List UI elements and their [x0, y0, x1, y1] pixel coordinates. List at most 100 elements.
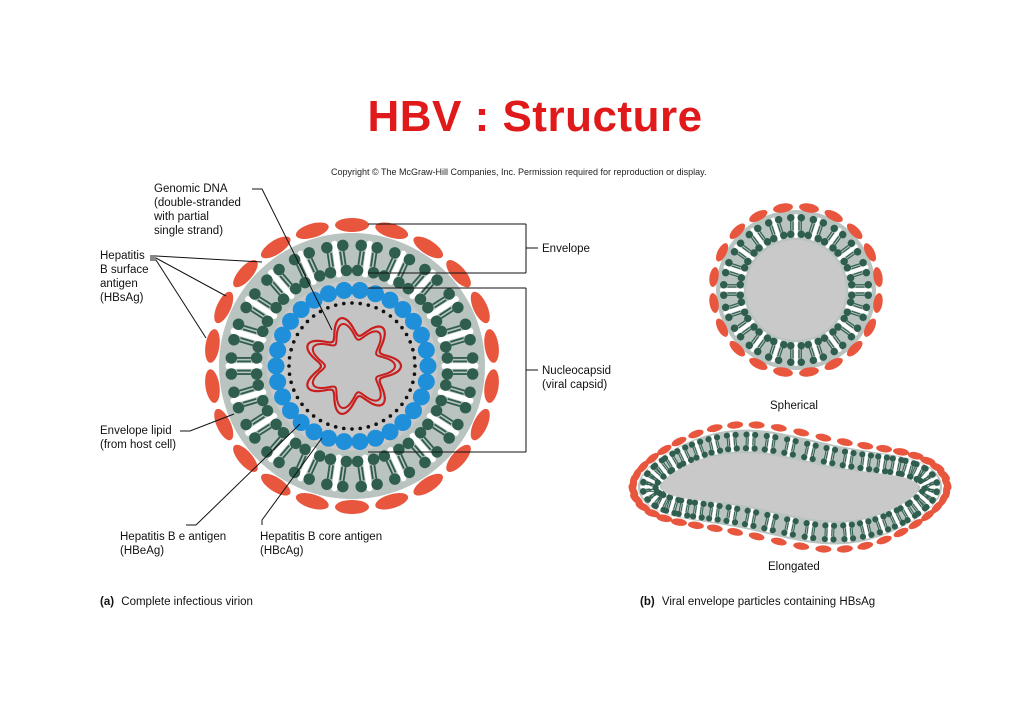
hbcag-subunit [394, 413, 412, 431]
lipid-unit [856, 518, 875, 540]
hbsag-antigen [295, 222, 329, 239]
hbsag-antigen [727, 421, 744, 429]
hbeag-dot [287, 364, 291, 368]
hbsag-antigen [413, 473, 444, 496]
hbeag-dot [366, 303, 371, 307]
hbsag-antigen [863, 318, 877, 337]
hbsag-antigen [799, 367, 819, 377]
hbsag-antigen [636, 460, 649, 474]
hbsag-antigen [836, 438, 853, 447]
hbsag-antigen [233, 444, 258, 472]
hbsag-antigen [770, 424, 787, 432]
lipid-unit [761, 432, 779, 454]
lipid-unit [781, 516, 799, 538]
hbeag-dot [413, 364, 417, 368]
hbeag-dot [404, 332, 409, 337]
elongated-hbsag [628, 421, 952, 553]
hbeag-dot [381, 309, 386, 314]
lipid-unit [787, 214, 805, 238]
hbeag-dot [400, 325, 404, 330]
hbeag-dot [311, 314, 316, 318]
hbcag-subunit [267, 357, 285, 375]
hbeag-dot [411, 380, 415, 385]
hbcag-subunit [417, 373, 435, 391]
lipid-unit [435, 318, 476, 353]
hbcag-core-antigens [267, 281, 437, 451]
hbcag-subunit [412, 388, 430, 406]
hbsag-antigen [688, 429, 704, 439]
lipid-unit [848, 281, 872, 299]
lipid-unit [787, 342, 805, 366]
hbsag-antigen [709, 293, 719, 313]
hbsag-antigen [413, 236, 444, 259]
hbcag-subunit [412, 326, 430, 344]
hbeag-dot [287, 355, 292, 360]
hbeag-dot [374, 305, 378, 310]
lipid-unit [761, 511, 779, 534]
genomic-dna-strand [306, 317, 403, 415]
hbsag-antigen [770, 537, 787, 546]
hbsag-antigen [446, 260, 471, 288]
hbcag-subunit [404, 402, 422, 420]
hbsag-antigen [773, 367, 793, 377]
elongated-lipid-units [639, 431, 941, 543]
hbeag-dot [318, 309, 323, 314]
genomic-dna-label: Genomic DNA (double-stranded with partia… [153, 183, 244, 237]
hbsag-antigen [375, 222, 409, 239]
hbeag-dot [408, 340, 413, 344]
hbcag-subunit [404, 312, 422, 330]
lipid-unit [228, 379, 269, 414]
spherical-hbsag [709, 203, 883, 377]
lipid-unit [721, 298, 749, 322]
hbcag-subunit [335, 433, 353, 451]
complete-virion [205, 218, 499, 514]
envelope-lipid-label: Envelope lipid (from host cell) [100, 425, 176, 451]
lipid-unit [688, 438, 708, 461]
elongated-particle [628, 421, 952, 553]
hbsag-antigen [645, 452, 659, 465]
hbsag-antigen [893, 448, 909, 456]
hbsag-antigen [727, 527, 744, 536]
hbsag-antigen [773, 203, 793, 213]
hbcag-subunit [381, 291, 399, 309]
hbeag-dot [291, 340, 296, 344]
lipid-unit [834, 314, 862, 341]
hbsag-antigen [793, 542, 810, 550]
lipid-unit [897, 500, 919, 524]
lipid-unit [745, 224, 772, 252]
envelope-label: Envelope [542, 243, 590, 255]
hbsag-label: Hepatitis B surface antigen (HBsAg) [100, 250, 152, 304]
slide-title: HBV : Structure [367, 92, 703, 141]
hbsag-antigen [470, 408, 490, 441]
hbcag-label: Hepatitis B core antigen (HBcAg) [260, 531, 385, 557]
hbeag-dot [394, 319, 399, 324]
hbsag-antigen [748, 421, 765, 429]
hbsag-antigen [484, 329, 499, 363]
lipid-unit [821, 522, 838, 543]
hbcag-subunit [274, 388, 292, 406]
hbcag-subunit [335, 281, 353, 299]
lipid-unit [402, 263, 443, 305]
lipid-unit [288, 443, 326, 485]
elongated-interior [662, 453, 918, 521]
lipid-unit [742, 431, 759, 452]
lipid-unit [857, 451, 874, 473]
hbsag-antigen [233, 260, 258, 288]
lipid-unit [422, 405, 464, 444]
lipid-unit [834, 239, 862, 266]
hbsag-antigen [335, 218, 369, 232]
hbcag-subunit [305, 291, 323, 309]
lipid-unit [674, 444, 695, 467]
hbeag-label: Hepatitis B e antigen (HBeAg) [120, 531, 229, 557]
lipid-unit [873, 453, 891, 475]
hbcag-subunit [269, 373, 287, 391]
hbsag-antigen [709, 267, 719, 287]
lipid-unit [820, 224, 847, 252]
hbcag-subunit [292, 301, 310, 319]
lipid-unit [378, 443, 416, 485]
hbsag-antigen [260, 236, 291, 259]
hbeag-dot [404, 395, 409, 400]
lipid-unit [321, 453, 353, 493]
hbeag-dot [350, 301, 354, 305]
hbeag-dot [411, 347, 415, 352]
